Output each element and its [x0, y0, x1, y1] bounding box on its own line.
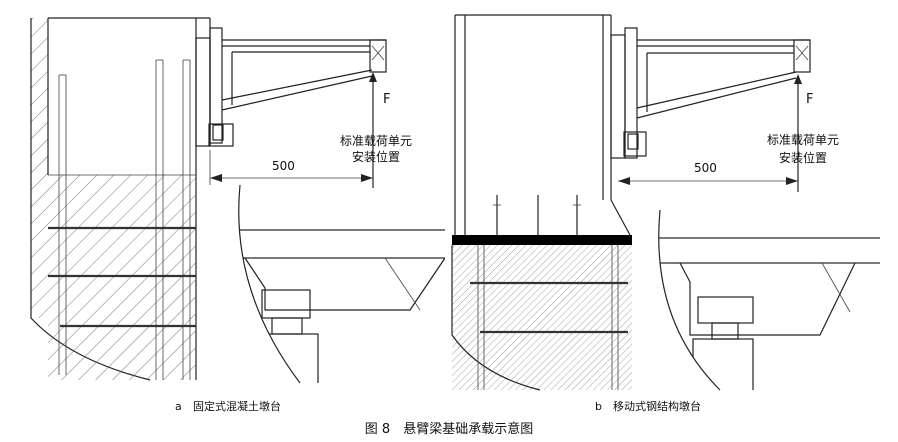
panel-b-force-label: F: [806, 92, 813, 107]
panel-a-dimension-label: 500: [272, 159, 295, 173]
panel-a-detail-arc: [238, 184, 301, 384]
figure-caption: 图 8 悬臂梁基础承载示意图: [365, 421, 533, 437]
panel-b-base-plate: [452, 235, 632, 245]
panel-b-load-unit-label-1: 标准载荷单元: [767, 133, 839, 147]
panel-a-caption-marker: a: [175, 400, 182, 413]
panel-a-concrete-hatch: [48, 175, 196, 380]
panel-a-load-unit-label-1: 标准载荷单元: [340, 134, 412, 148]
panel-b-detail-arc: [658, 209, 721, 391]
panel-b-dimension-label: 500: [694, 161, 717, 175]
panel-b-caption-marker: b: [595, 400, 602, 413]
panel-a-caption-text: 固定式混凝土墩台: [193, 399, 281, 413]
panel-a-force-label: F: [383, 92, 390, 107]
panel-b-caption-text: 移动式钢结构墩台: [613, 399, 701, 413]
panel-b-load-unit-label-2: 安装位置: [779, 150, 827, 165]
panel-a-wall-hatch: [31, 18, 48, 318]
panel-b-movable-steel-pier: F 标准载荷单元 安装位置 500 b 移动式钢结构墩台: [451, 14, 880, 413]
panel-a-load-unit-label-2: 安装位置: [352, 149, 400, 164]
panel-a-fixed-concrete-pier: F 标准载荷单元 安装位置 500 a 固定式混凝土墩台: [30, 17, 445, 413]
panel-b-concrete-hatch: [452, 245, 632, 390]
